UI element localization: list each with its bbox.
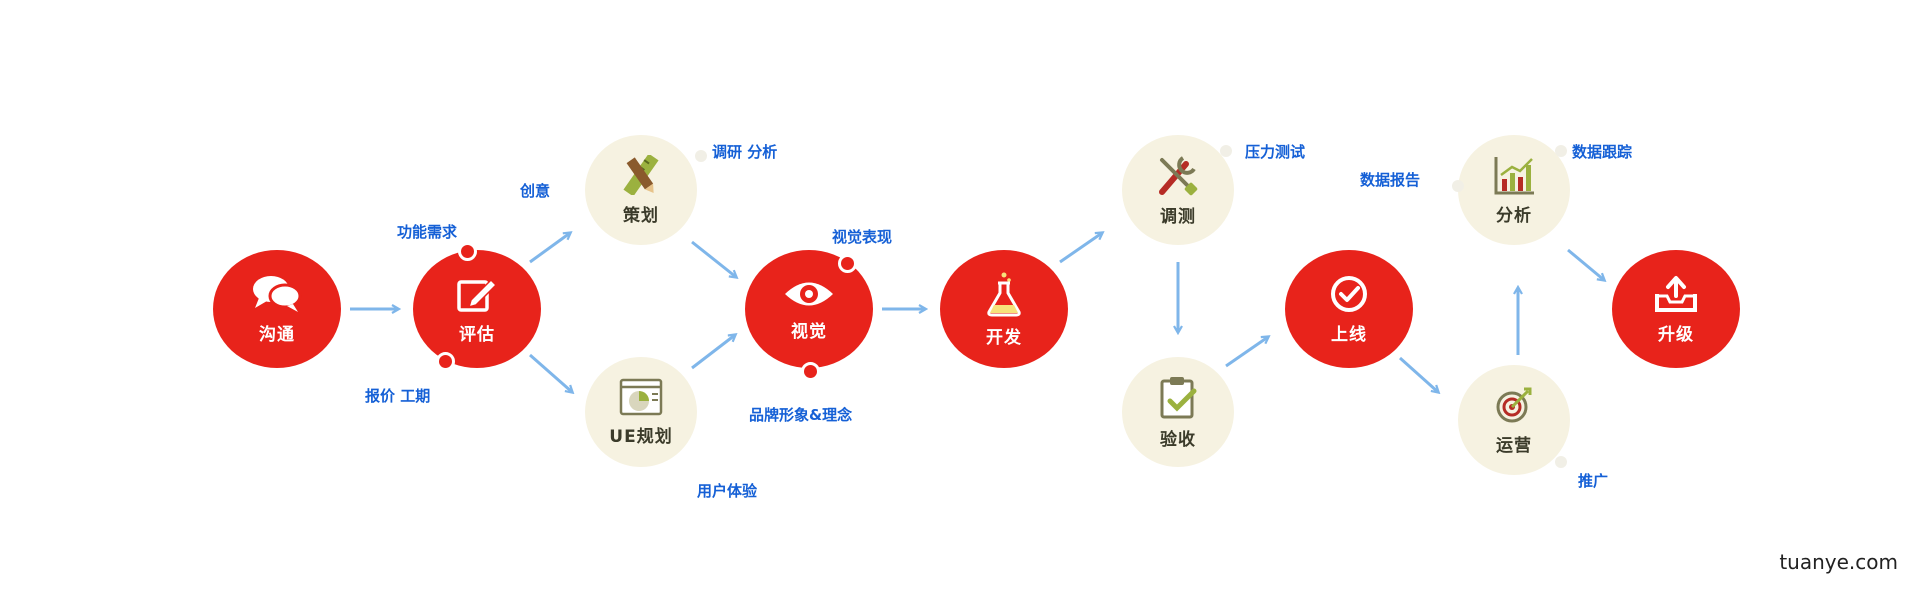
- flask-icon: [987, 272, 1021, 316]
- arrow-shangxian-yunying: [1398, 356, 1438, 392]
- node-ue: UE规划: [585, 357, 697, 467]
- note-tiaoyan: 调研 分析: [712, 143, 778, 161]
- edit-pencil-icon: [457, 278, 498, 312]
- arrow-yanshou-shangxian: [1225, 337, 1268, 368]
- note-shijuebiaoxian: 视觉表现: [832, 228, 893, 246]
- node-label: 开发: [986, 327, 1022, 348]
- node-label: 调测: [1160, 206, 1196, 227]
- note-baojia: 报价 工期: [365, 387, 431, 405]
- note-gongneng: 功能需求: [397, 223, 458, 241]
- node-kaifa: 开发: [940, 250, 1068, 368]
- clipboard-check-icon: [1160, 376, 1197, 418]
- connector-dot: [1555, 456, 1567, 468]
- connector-dot: [1452, 180, 1464, 192]
- note-shujugenzong: 数据跟踪: [1572, 143, 1633, 161]
- browser-chart-icon: [619, 378, 663, 415]
- note-tuiguang: 推广: [1578, 472, 1609, 490]
- node-label: 策划: [623, 205, 659, 226]
- connector-dot: [436, 352, 455, 371]
- node-label: 运营: [1496, 435, 1532, 456]
- arrow-fenxi-shengji: [1567, 248, 1604, 280]
- note-yonghu: 用户体验: [697, 482, 758, 500]
- note-yali: 压力测试: [1245, 143, 1306, 161]
- connector-dot: [801, 362, 820, 381]
- note-chuangyi: 创意: [520, 182, 551, 200]
- node-label: 沟通: [259, 324, 295, 345]
- node-label: 视觉: [791, 321, 827, 342]
- node-fenxi: 分析: [1458, 135, 1570, 245]
- upload-tray-icon: [1655, 275, 1697, 312]
- node-goutong: 沟通: [213, 250, 341, 368]
- node-label: 升级: [1658, 324, 1694, 345]
- node-cehua: 策划: [585, 135, 697, 245]
- connector-dot: [838, 254, 857, 273]
- node-label: 评估: [459, 324, 495, 345]
- node-label: UE规划: [609, 426, 673, 447]
- bar-chart-icon: [1494, 156, 1534, 194]
- node-label: 分析: [1496, 205, 1532, 226]
- node-label: 上线: [1331, 324, 1367, 345]
- arrow-pinggu-ue: [529, 353, 572, 392]
- node-label: 验收: [1160, 429, 1196, 450]
- arrow-kaifa-tiaoce: [1059, 233, 1102, 264]
- note-pinpai: 品牌形象&理念: [749, 406, 853, 424]
- node-tiaoce: 调测: [1122, 135, 1234, 245]
- connector-dot: [695, 150, 707, 162]
- target-icon: [1496, 387, 1532, 422]
- node-shangxian: 上线: [1285, 250, 1413, 368]
- check-circle-icon: [1331, 275, 1367, 312]
- brand-watermark: tuanye.com: [1779, 550, 1898, 574]
- connector-dot: [458, 242, 477, 261]
- eye-icon: [785, 282, 833, 305]
- arrow-cehua-shijue: [691, 240, 736, 277]
- node-shengji: 升级: [1612, 250, 1740, 368]
- tools-icon: [1159, 155, 1198, 195]
- connector-dot: [1220, 145, 1232, 157]
- pencil-ruler-icon: [623, 154, 659, 195]
- connector-dot: [1555, 145, 1567, 157]
- node-yanshou: 验收: [1122, 357, 1234, 467]
- node-pinggu: 评估: [413, 250, 541, 368]
- arrow-pinggu-cehua: [529, 233, 570, 264]
- node-yunying: 运营: [1458, 365, 1570, 475]
- arrow-ue-shijue: [691, 335, 735, 370]
- note-shujubaogao: 数据报告: [1360, 171, 1421, 189]
- chat-bubbles-icon: [253, 275, 302, 312]
